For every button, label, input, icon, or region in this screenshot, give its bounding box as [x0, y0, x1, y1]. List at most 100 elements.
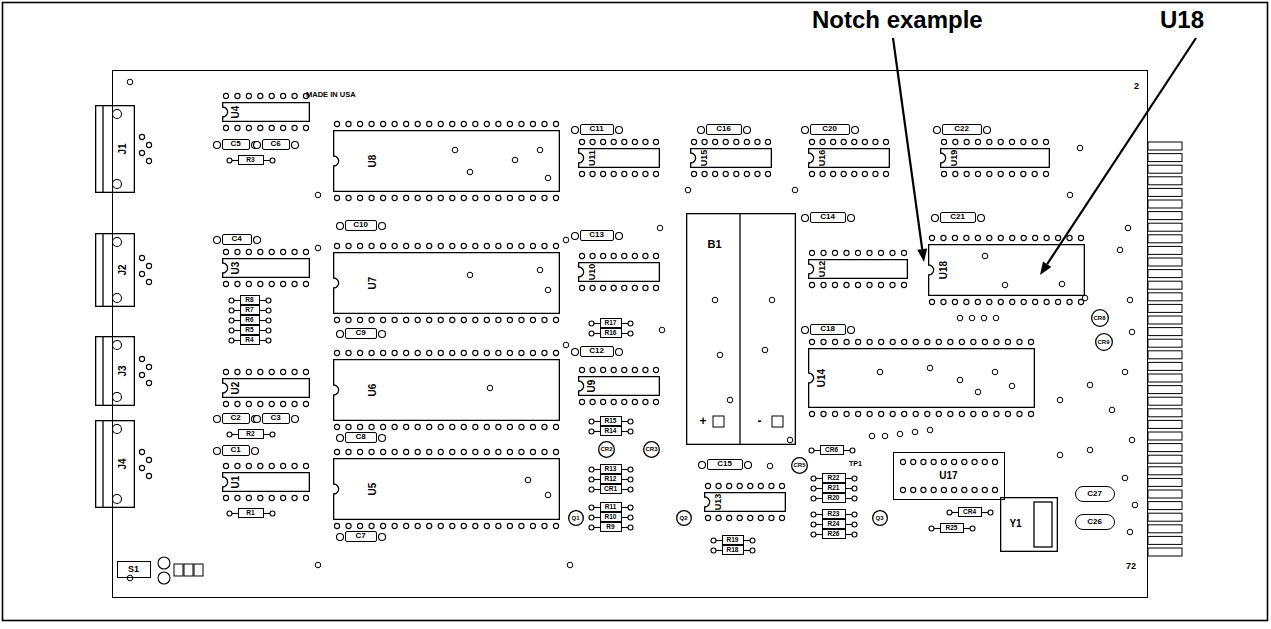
ic-pin: [404, 121, 409, 126]
resistor-lead: [846, 524, 852, 525]
ic-pin: [542, 243, 547, 248]
component-label: R25: [946, 525, 958, 532]
component-label: CR5: [793, 462, 805, 468]
ic-pin: [844, 282, 849, 287]
ic-pin: [484, 523, 489, 528]
ic-pin: [1017, 411, 1022, 416]
jack-pad: [146, 279, 151, 284]
ic-pin: [484, 317, 489, 322]
jack-connector: J4: [95, 420, 135, 508]
connector-finger: [1148, 339, 1182, 347]
ic-chip: U4: [222, 102, 310, 122]
ic-pin: [964, 299, 969, 304]
ic-pin: [883, 139, 888, 144]
ic-pin: [890, 411, 895, 416]
ic-pin: [964, 139, 969, 144]
component-label: C27: [1087, 490, 1102, 498]
capacitor-pad: [934, 127, 941, 134]
ic-pin: [831, 171, 836, 176]
ic-pin: [281, 495, 286, 500]
component-circle: Q2: [676, 510, 692, 526]
via: [767, 463, 773, 469]
resistor-pad: [852, 522, 857, 527]
ic-pin: [841, 139, 846, 144]
ic-pin: [235, 281, 240, 286]
resistor-lead: [622, 431, 628, 432]
ic-pin: [959, 411, 964, 416]
ic-pin: [258, 463, 263, 468]
capacitor-pad: [698, 127, 705, 134]
jack-mount-hole: [113, 238, 122, 247]
via: [545, 492, 551, 498]
ic-pin: [507, 449, 512, 454]
test-point-label: TP1: [849, 460, 862, 467]
ic-pin: [1021, 235, 1026, 240]
ic-pin: [542, 449, 547, 454]
ic-pin: [235, 249, 240, 254]
pin-number: 2: [1134, 82, 1139, 91]
ic-pin: [936, 411, 941, 416]
ic-pin: [473, 424, 478, 429]
component-label: R24: [828, 521, 840, 528]
resistor-pad: [628, 477, 633, 482]
ic-pin: [611, 367, 616, 372]
via: [927, 365, 933, 371]
ic-pin: [964, 171, 969, 176]
ic-pin: [519, 350, 524, 355]
ic-pin: [461, 243, 466, 248]
board-marking: MADE IN USA: [306, 91, 356, 99]
capacitor-pad: [699, 462, 706, 469]
ic-pin: [590, 139, 595, 144]
resistor-pad: [229, 318, 234, 323]
resistor-lead: [260, 320, 266, 321]
ic-pin: [748, 515, 753, 520]
ic-pin: [653, 171, 658, 176]
ic-pin: [292, 463, 297, 468]
connector-finger: [1148, 478, 1182, 486]
resistor-pad: [811, 532, 816, 537]
component-label: R16: [605, 330, 617, 337]
component-label: U7: [368, 276, 378, 289]
ic-pin: [473, 350, 478, 355]
resistor: CR6: [820, 445, 844, 454]
connector-finger: [1148, 467, 1182, 475]
component-label: R22: [828, 475, 840, 482]
via: [1127, 529, 1133, 535]
via: [712, 297, 718, 303]
ic-pin: [346, 350, 351, 355]
ic-pin: [921, 487, 926, 492]
ic-pin: [855, 282, 860, 287]
ic-pin: [235, 93, 240, 98]
via: [1059, 281, 1065, 287]
ic-pin: [765, 171, 770, 176]
ic-pin: [334, 523, 339, 528]
ic-pin: [821, 339, 826, 344]
ic-pin: [809, 171, 814, 176]
capacitor-oval: C26: [1075, 514, 1115, 530]
ic-pin: [691, 139, 696, 144]
component-label: U8: [368, 154, 378, 167]
component-label: C11: [589, 125, 603, 133]
ic-pin: [392, 243, 397, 248]
ic-pin: [258, 281, 263, 286]
resistor-pad: [811, 496, 816, 501]
component-circle: CR3: [643, 441, 660, 458]
ic-pin: [357, 195, 362, 200]
ic-pin: [334, 424, 339, 429]
ic-pin: [952, 459, 957, 464]
resistor-pad: [852, 486, 857, 491]
component-label: R10: [605, 514, 617, 521]
connector-finger: [1148, 536, 1182, 544]
ic-pin: [611, 171, 616, 176]
ic-pin: [427, 317, 432, 322]
via: [717, 352, 723, 358]
ic-pin: [438, 449, 443, 454]
resistor-pad: [266, 328, 271, 333]
ic-pin: [519, 317, 524, 322]
resistor-pad: [589, 525, 594, 530]
ic-pin: [691, 171, 696, 176]
resistor-pad: [589, 331, 594, 336]
ic-pin: [542, 195, 547, 200]
via: [912, 429, 918, 435]
via: [545, 175, 551, 181]
